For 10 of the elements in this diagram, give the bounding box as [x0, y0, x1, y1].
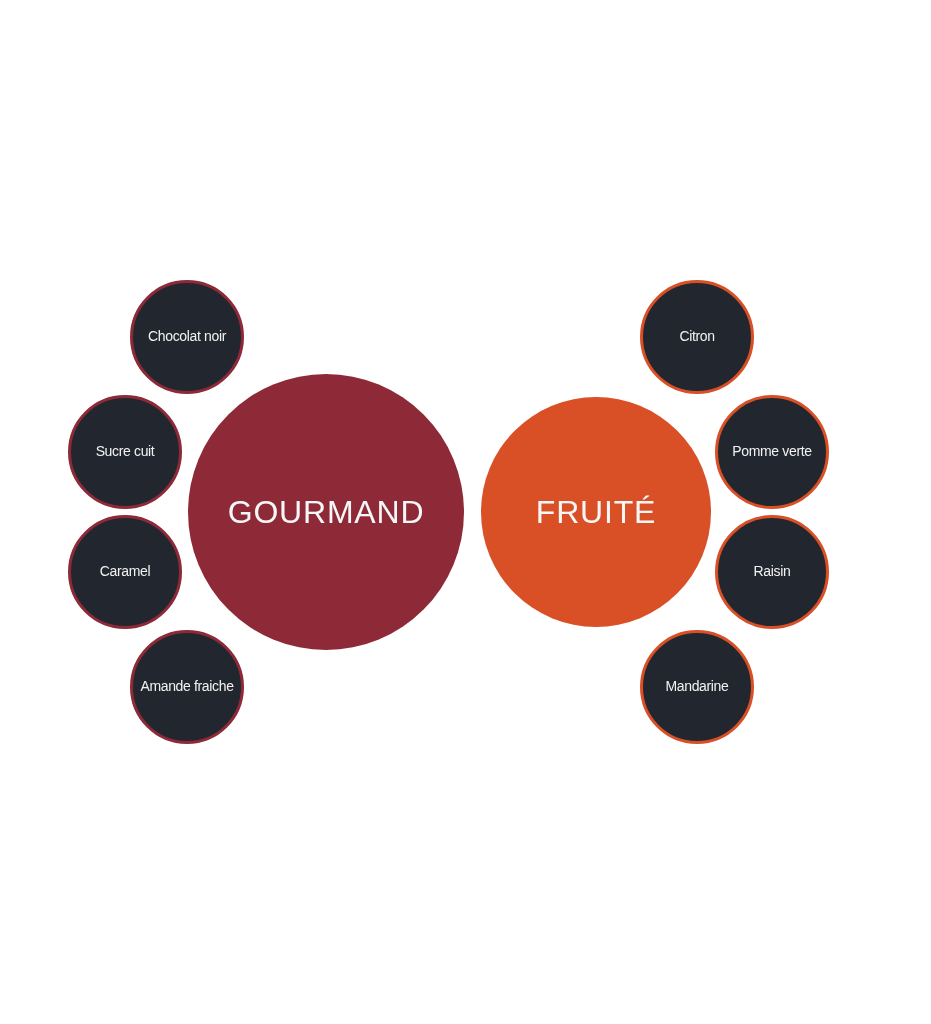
circle-label: Chocolat noir: [148, 328, 226, 346]
circle-label: Caramel: [99, 563, 151, 581]
circle-label: Amande fraiche: [140, 678, 234, 696]
circle-label: Sucre cuit: [95, 443, 155, 461]
circle-label: Raisin: [753, 563, 791, 581]
circle-label: Mandarine: [665, 678, 729, 696]
circle-label: Citron: [679, 328, 715, 346]
circle-label: FRUITÉ: [535, 493, 657, 532]
circle-label: GOURMAND: [227, 493, 425, 532]
circle-label: Pomme verte: [732, 443, 812, 461]
